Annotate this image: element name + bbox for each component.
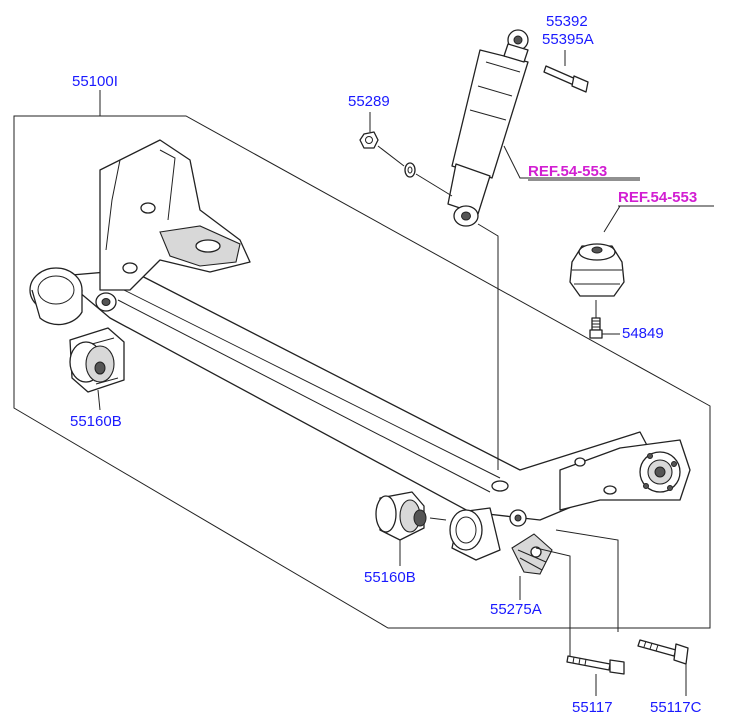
shock-absorber bbox=[447, 29, 529, 227]
label-55117c: 55117C bbox=[650, 699, 702, 716]
label-ref-shock: REF.54-553 bbox=[528, 163, 607, 180]
shock-washer bbox=[404, 162, 416, 178]
label-55160b-right: 55160B bbox=[364, 569, 416, 586]
bump-stopper-screw bbox=[589, 317, 603, 339]
bump-stopper bbox=[569, 243, 625, 297]
shock-top-bolt bbox=[543, 65, 589, 93]
label-55275a: 55275A bbox=[490, 601, 542, 618]
label-55160b-left: 55160B bbox=[70, 413, 122, 430]
assembly-outline bbox=[13, 115, 711, 629]
label-55392: 55392 bbox=[546, 13, 588, 30]
label-55395a: 55395A bbox=[542, 31, 594, 48]
label-55100i: 55100I bbox=[72, 73, 118, 90]
label-54849: 54849 bbox=[622, 325, 664, 342]
left-bushing bbox=[69, 327, 125, 393]
torsion-beam-axle bbox=[29, 139, 691, 561]
bolt-55117 bbox=[566, 655, 625, 675]
label-55289: 55289 bbox=[348, 93, 390, 110]
bracket bbox=[511, 533, 553, 575]
right-bushing bbox=[375, 491, 427, 541]
leader-lines bbox=[97, 50, 687, 696]
label-55117: 55117 bbox=[572, 699, 613, 716]
shock-nut bbox=[359, 131, 379, 149]
bolt-55117c bbox=[637, 639, 689, 665]
label-ref-bumper: REF.54-553 bbox=[618, 189, 697, 206]
